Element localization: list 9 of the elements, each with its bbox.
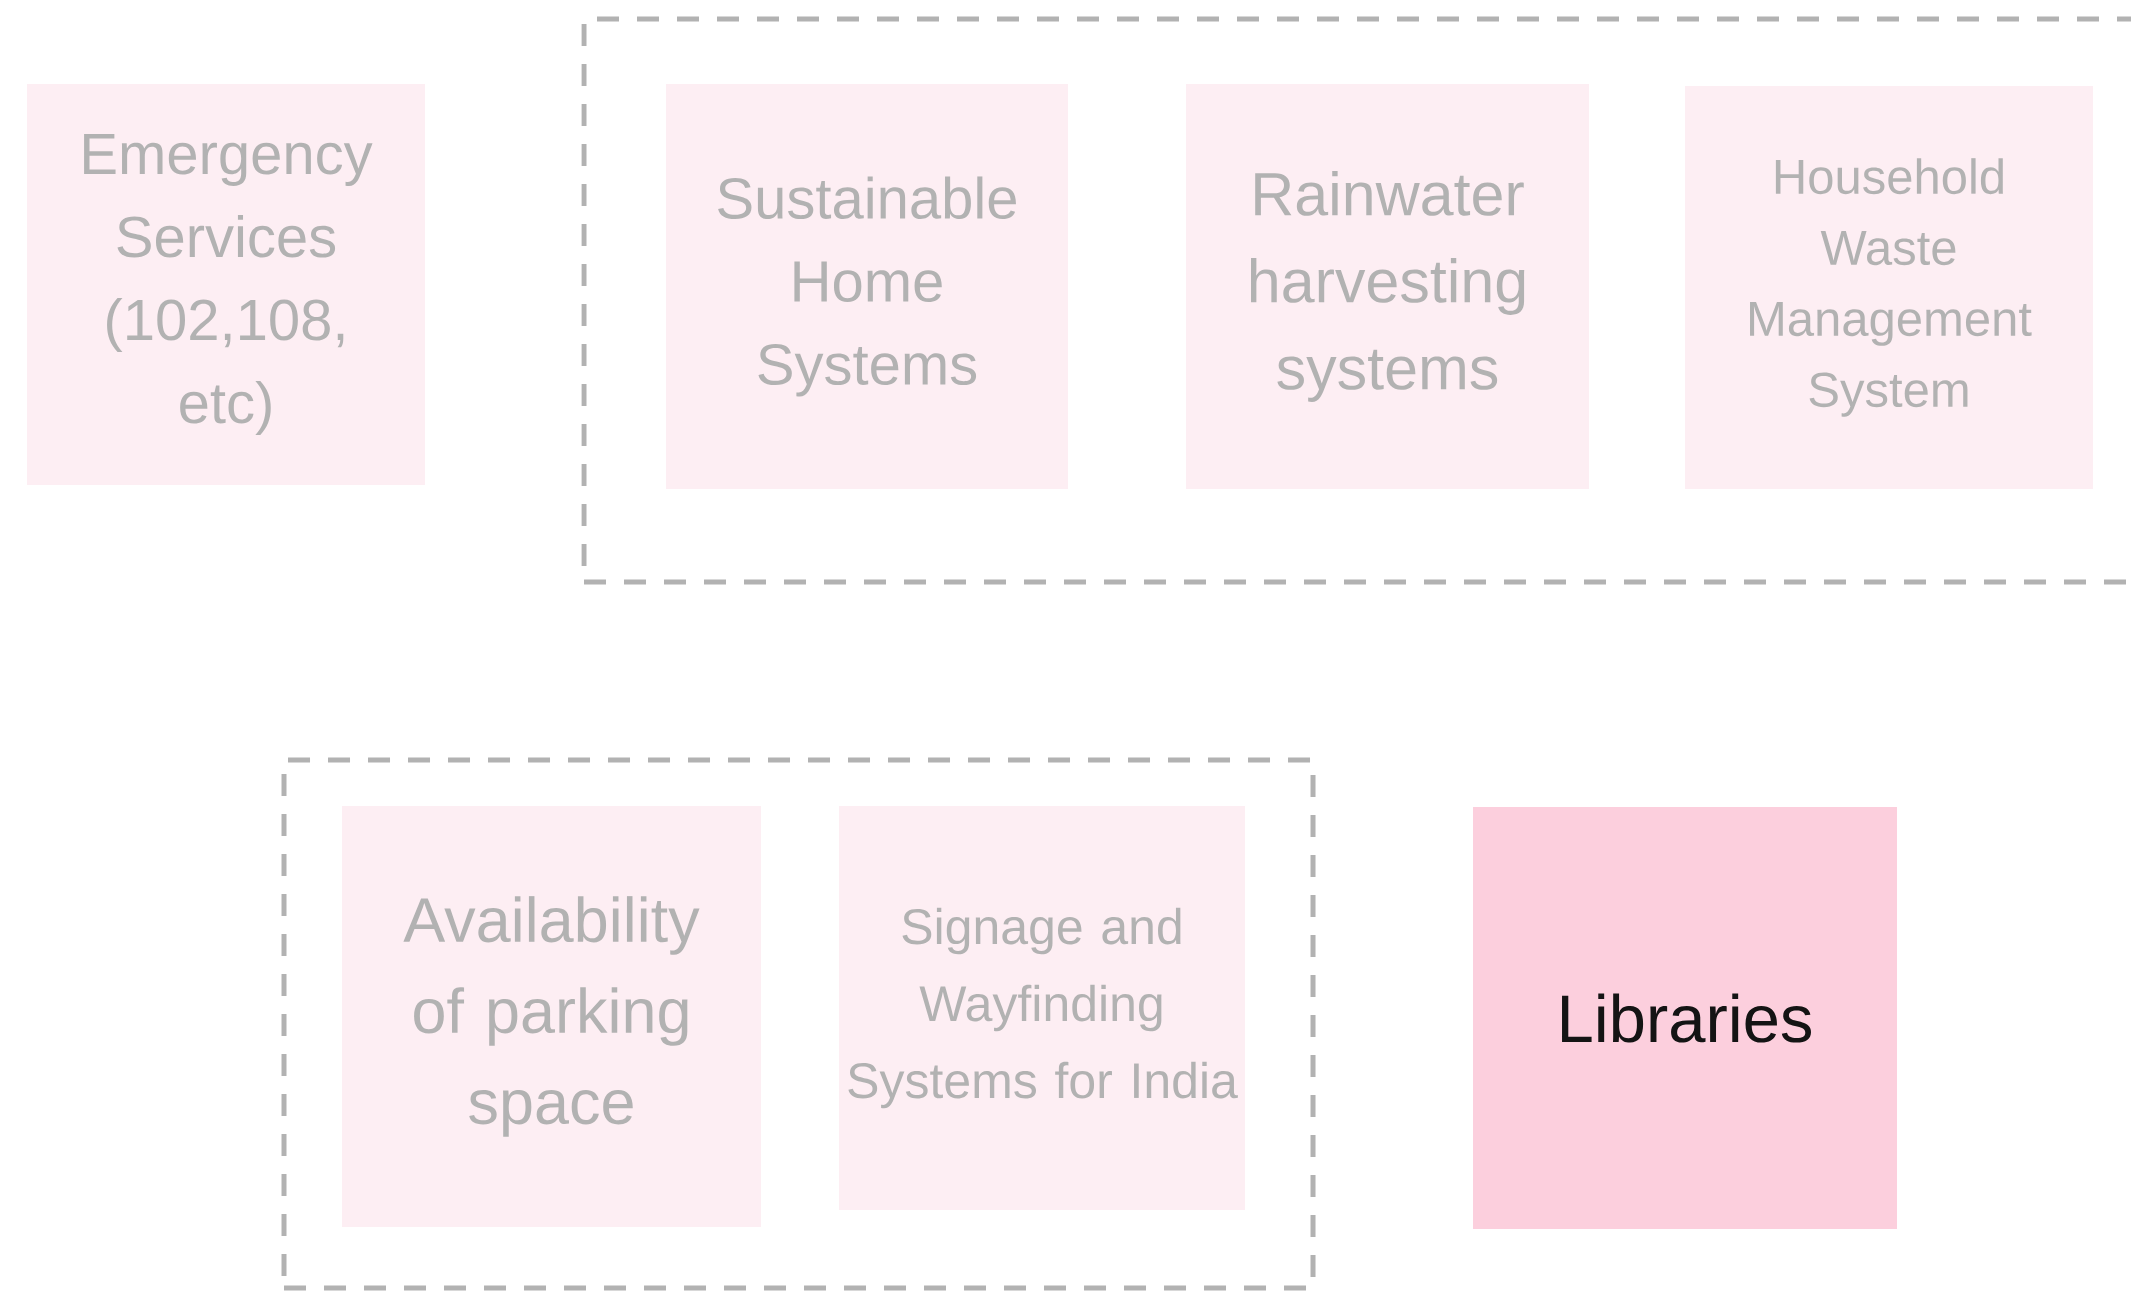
sticky-note: Signage and Wayfinding Systems for India xyxy=(839,806,1245,1210)
sticky-note: Household Waste Management System xyxy=(1685,86,2093,489)
dashed-group-frame xyxy=(581,16,2131,585)
sticky-note: Rainwater harvesting systems xyxy=(1186,84,1589,489)
sticky-note: Emergency Services (102,108, etc) xyxy=(27,84,425,485)
dashed-group-frame xyxy=(281,757,1316,1291)
sticky-note: Libraries xyxy=(1473,807,1897,1229)
sticky-note: Sustainable Home Systems xyxy=(666,84,1068,489)
sticky-note: Availability of parking space xyxy=(342,806,761,1227)
